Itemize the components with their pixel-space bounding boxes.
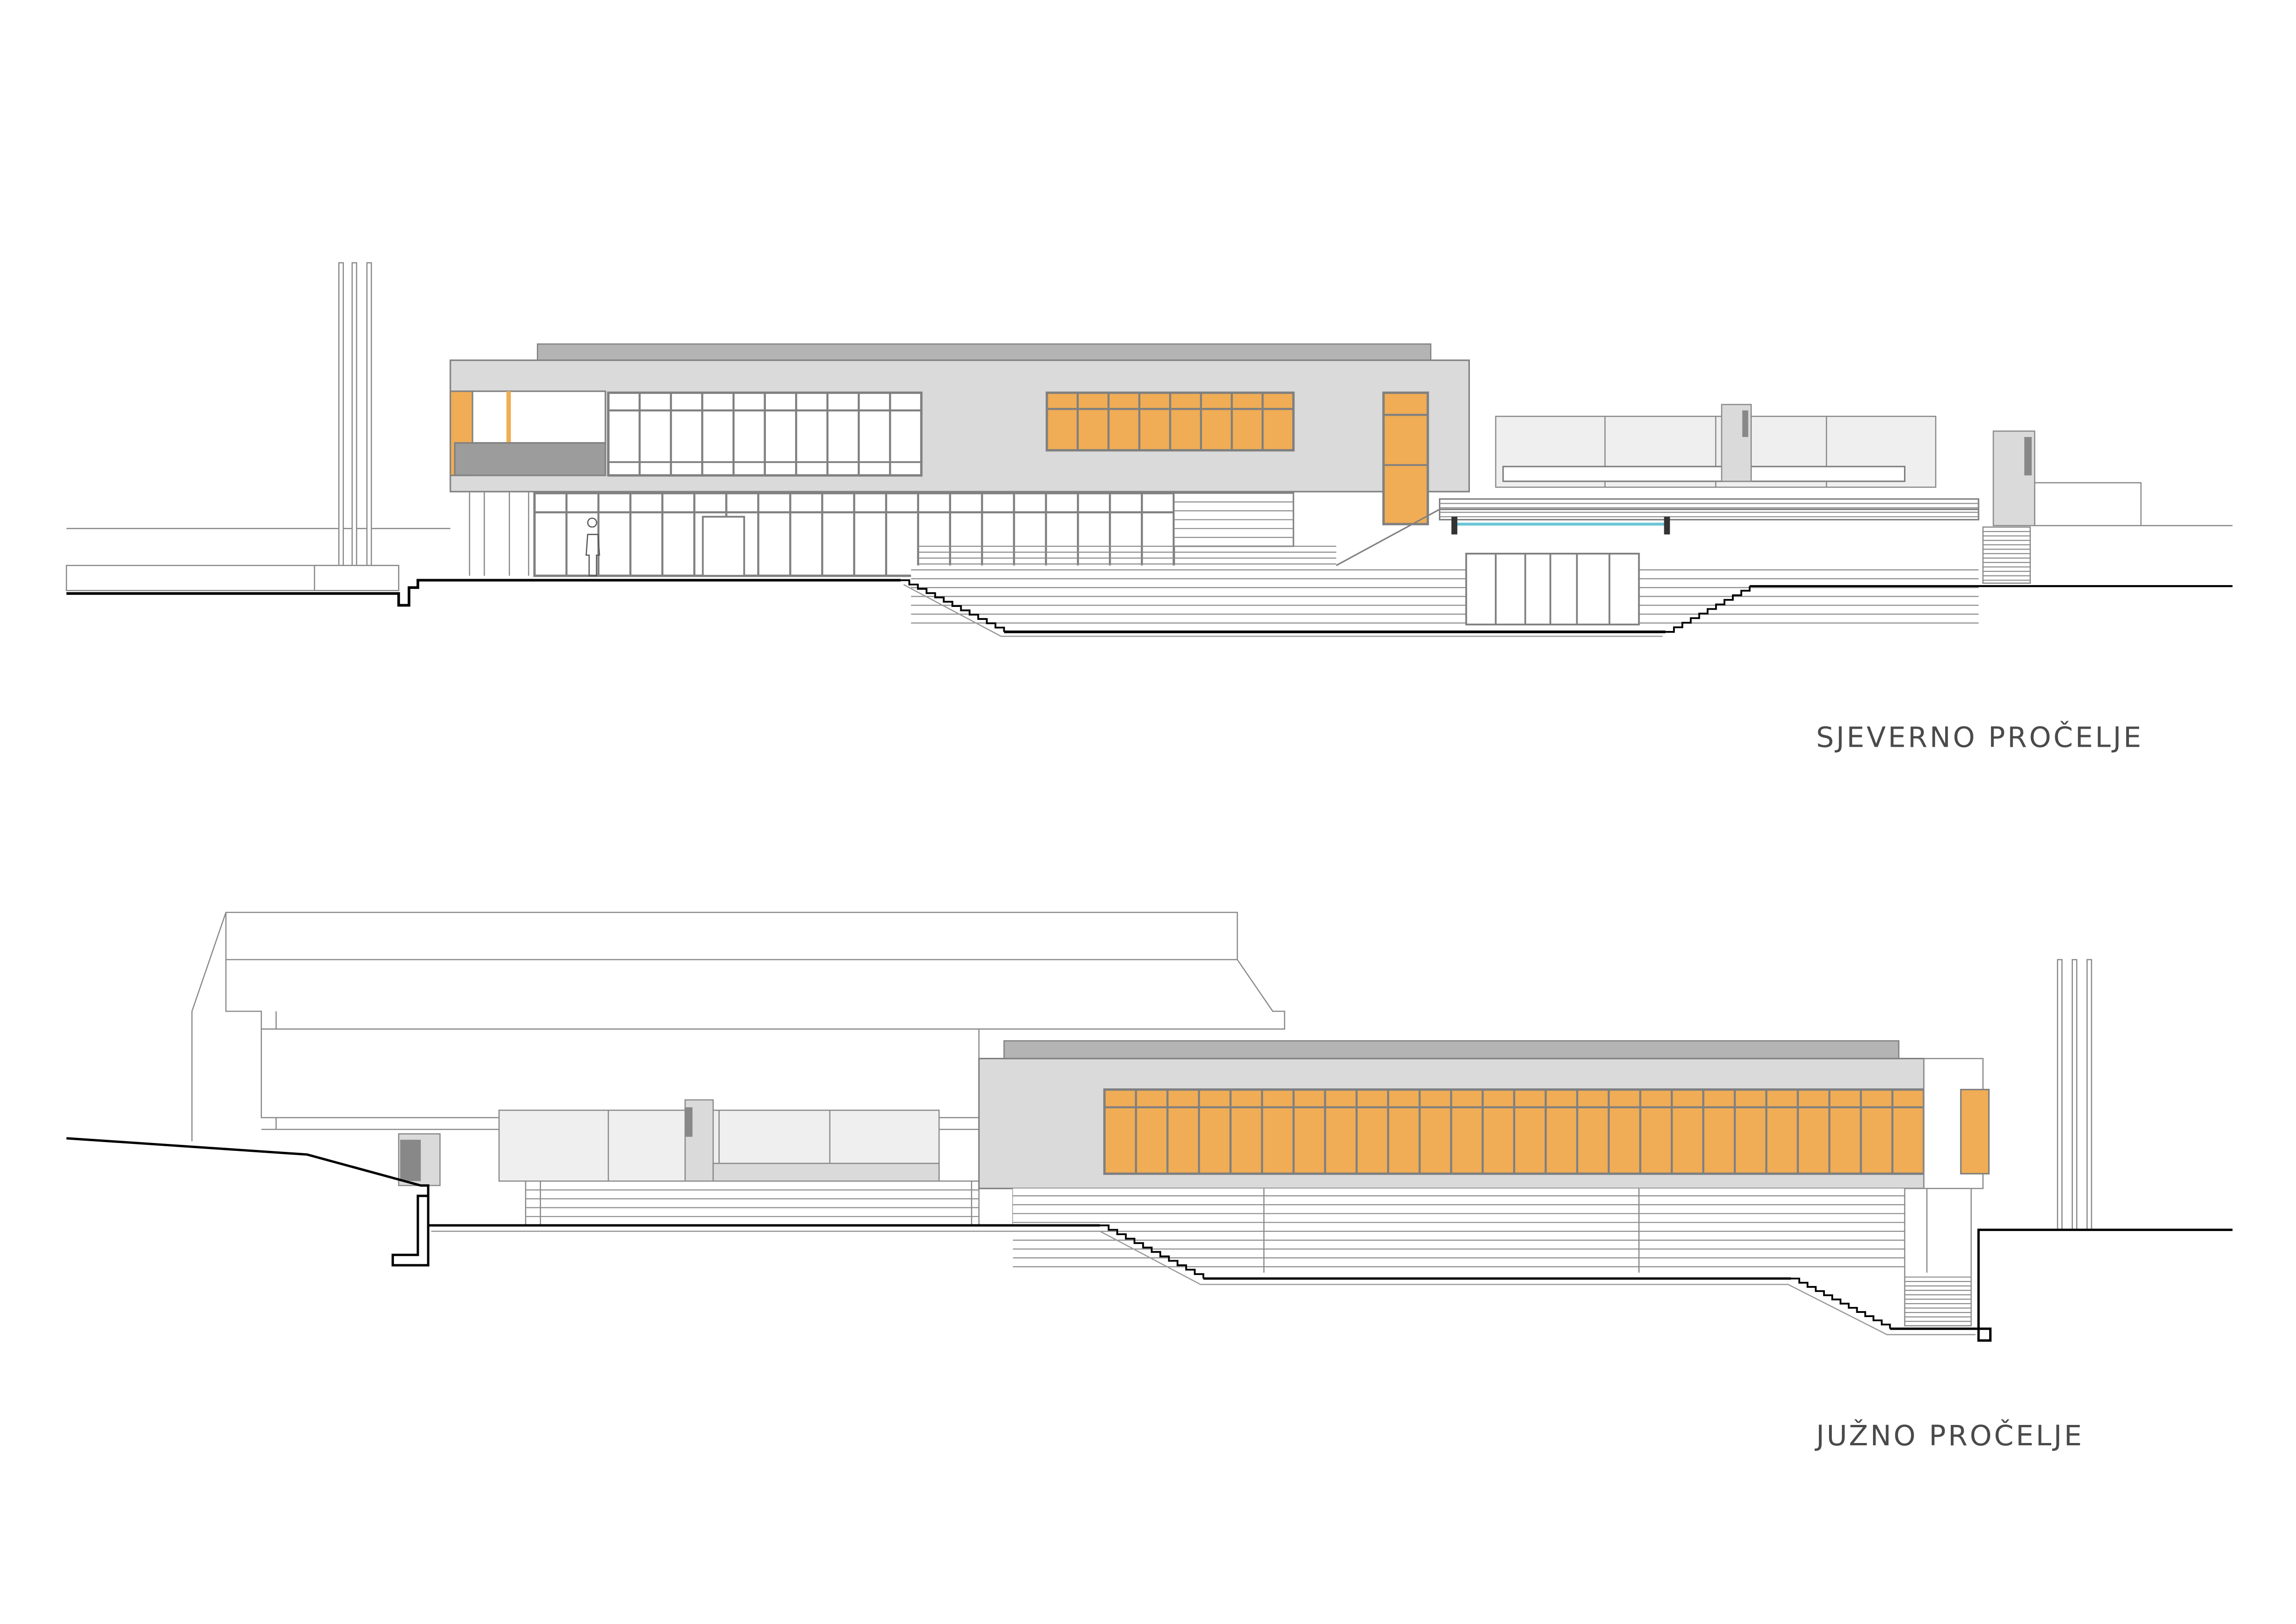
lower-terrace xyxy=(1013,1188,1905,1273)
flag-pole xyxy=(2057,959,2063,1230)
ground-steps xyxy=(1665,586,1751,633)
tower-grille xyxy=(400,1139,421,1181)
side-stair xyxy=(1904,1187,1972,1327)
flag-pole xyxy=(338,262,344,566)
hall-wall xyxy=(261,1028,980,1118)
entrance-door xyxy=(702,516,745,577)
tower-grille xyxy=(685,1107,693,1137)
flag-pole xyxy=(2072,959,2078,1230)
orange-strip xyxy=(506,391,511,443)
pavilion-base xyxy=(712,1162,940,1182)
foundation-line xyxy=(431,1230,1976,1336)
flag-pole xyxy=(351,262,357,566)
person-figure xyxy=(585,518,600,577)
south-elevation xyxy=(66,912,2233,1342)
roof-parapet xyxy=(1003,1040,1900,1059)
pool-post xyxy=(1664,517,1670,535)
flag-pole xyxy=(2086,959,2092,1230)
ground-line xyxy=(66,1137,429,1267)
tower-grille xyxy=(2024,437,2032,475)
hall-roof xyxy=(191,912,1285,1142)
south-elevation-title: JUŽNO PROČELJE xyxy=(1814,1419,2084,1452)
orange-vertical-window xyxy=(1382,391,1429,525)
orange-side-panel xyxy=(1960,1088,1990,1174)
balcony-mesh xyxy=(454,442,606,476)
terrace xyxy=(525,1180,980,1226)
stair-railing xyxy=(1336,508,1979,566)
ground-line xyxy=(66,579,901,607)
north-elevation xyxy=(66,262,2233,637)
flag-pole xyxy=(366,262,372,566)
ground-steps xyxy=(1100,1224,1205,1279)
ground-steps xyxy=(901,579,1005,632)
ground-steps xyxy=(1791,1277,1891,1329)
north-elevation-title: SJEVERNO PROČELJE xyxy=(1816,721,2143,754)
terrace-railing xyxy=(1438,498,1979,521)
roof-parapet xyxy=(537,343,1431,361)
pole-base xyxy=(314,565,399,591)
balcony-glazing xyxy=(449,390,606,444)
pool-post xyxy=(1451,517,1457,535)
neighbour-outline xyxy=(2034,482,2142,526)
ground-line xyxy=(1890,1228,2233,1342)
pavilion-window xyxy=(1502,466,1906,482)
foundation-line xyxy=(903,584,1663,637)
tower-grille xyxy=(1742,410,1748,437)
glass-box xyxy=(1465,552,1640,625)
